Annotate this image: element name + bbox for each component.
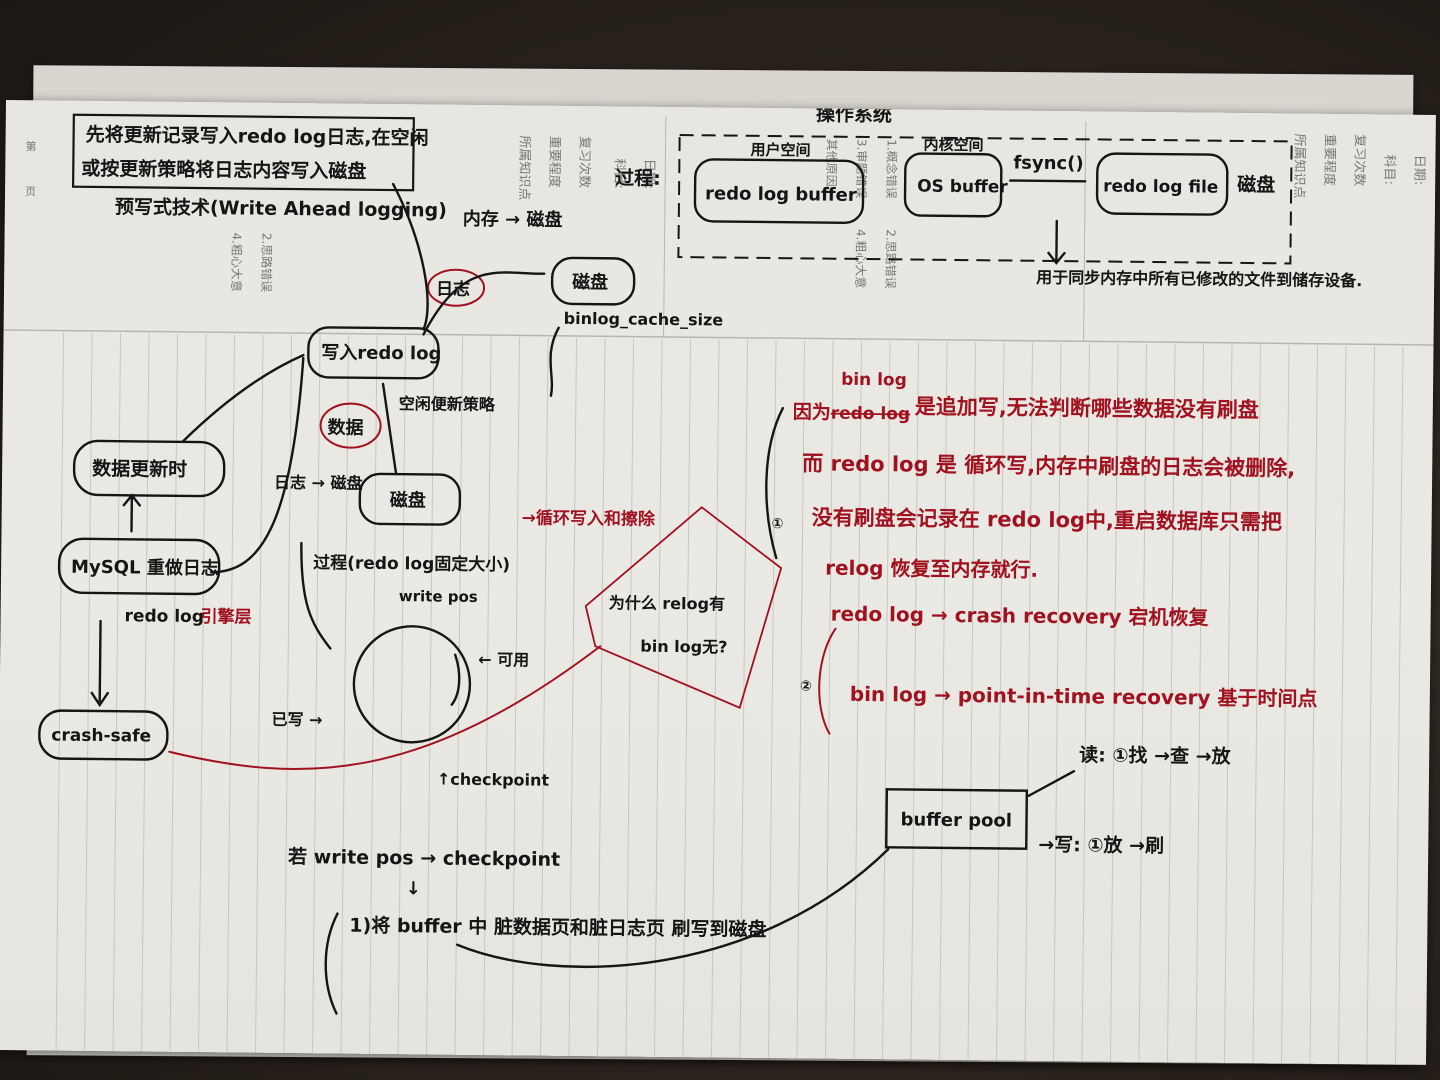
header-line-2: 或按更新策略将日志内容写入磁盘 [81, 157, 366, 183]
printed-review: 复习次数 [576, 136, 593, 188]
write-steps: →写: ①放 →刷 [1038, 833, 1164, 857]
data-update-box [72, 439, 226, 498]
data-tag-ring [319, 402, 382, 449]
user-space-label: 用户空间 [750, 141, 810, 160]
binlog-cache: binlog_cache_size [564, 309, 724, 330]
usable: ← 可用 [478, 650, 529, 670]
printed-err2: 2.思路错误 [259, 233, 275, 293]
ring-buffer-circle [352, 625, 472, 744]
disk-label: 磁盘 [1237, 173, 1275, 196]
log-tag-ring [427, 268, 486, 307]
os-process: 过程: [615, 167, 661, 189]
redo-engine: redo log [124, 606, 204, 627]
printed-header-left: 日期: 科目: 复习次数 重要程度 所属知识点 [516, 135, 656, 200]
printed-review-2: 复习次数 [1351, 134, 1368, 186]
buffer-pool-box [885, 788, 1029, 850]
printed-other: 其他原因 [824, 139, 839, 187]
printed-ye: 页 [25, 185, 36, 198]
printed-date-2: 日期: [1411, 155, 1426, 186]
question-diamond [584, 506, 783, 709]
arrow-down: ↓ [406, 878, 421, 899]
disk-2: 磁盘 [390, 489, 426, 511]
printed-knowledge: 所属知识点 [516, 135, 533, 200]
note-num-2: ② [800, 678, 812, 694]
printed-err4: 4.粗心大意 [229, 232, 245, 292]
printed-importance: 重要程度 [546, 136, 563, 188]
why-1: 为什么 relog有 [609, 593, 725, 613]
os-buffer-box [903, 152, 1003, 218]
redo-buffer-box [693, 158, 865, 224]
engine-layer: 引擎层 [200, 606, 251, 628]
header-box [71, 113, 415, 192]
header-line-1: 先将更新记录写入redo log日志,在空闲 [86, 123, 429, 150]
printed-di: 第 [25, 139, 36, 153]
disk-1: 磁盘 [572, 271, 608, 293]
log-tag: 日志 [436, 279, 470, 300]
note-num-1: ① [772, 516, 784, 532]
handwriting-layer: 第 页 日期: 科目: 复习次数 重要程度 所属知识点 日期: 科目: 复习次数… [25, 102, 1427, 1015]
fsync-label: fsync() [1013, 153, 1083, 175]
redo-file-box [1095, 152, 1229, 216]
printed-date: 日期: [641, 159, 656, 190]
printed-err3: 3.审题错误 [854, 139, 870, 199]
printed-err1: 1.概念错误 [884, 139, 900, 199]
redo-buffer-label: redo log buffer [705, 183, 857, 206]
data-update: 数据更新时 [92, 457, 187, 481]
mysql-box [57, 537, 221, 596]
note-line-4: relog 恢复至内存就行. [825, 556, 1038, 582]
printed-subject-2: 科目: [1381, 154, 1396, 185]
disk-box-1 [550, 256, 636, 306]
cycle-write: →循环写入和擦除 [522, 507, 656, 529]
note-line-6: bin log → point-in-time recovery 基于时间点 [850, 682, 1318, 711]
if-line: 若 write pos → checkpoint [288, 845, 560, 871]
disk-box-2 [358, 472, 462, 526]
notebook-paper: 第 页 日期: 科目: 复习次数 重要程度 所属知识点 日期: 科目: 复习次数… [0, 100, 1436, 1065]
crash-safe-box [38, 709, 169, 761]
mem-disk: 内存 → 磁盘 [463, 208, 563, 231]
kernel-space-label: 内核空间 [923, 136, 983, 155]
checkpoint: ↑checkpoint [437, 770, 550, 790]
note-line-3: 没有刷盘会记录在 redo log中,重启数据库只需把 [812, 505, 1283, 534]
note-line-5: redo log → crash recovery 宕机恢复 [831, 602, 1210, 630]
write-redo: 写入redo log [321, 342, 441, 364]
note-line-1b: redo log [831, 404, 911, 425]
process-fixed: 过程(redo log固定大小) [313, 552, 510, 575]
fsync-note: 用于同步内存中所有已修改的文件到储存设备. [1036, 268, 1362, 290]
idle-strategy: 空闲便新策略 [399, 394, 496, 414]
wal-text: 预写式技术(Write Ahead logging) [115, 195, 447, 221]
read-steps: 读: ①找 →查 →放 [1079, 743, 1232, 768]
printed-importance-2: 重要程度 [1321, 134, 1338, 186]
os-buffer-label: OS buffer [917, 177, 1008, 198]
note-line-1a: 因为 [793, 400, 831, 423]
printed-error-types: 2.思路错误 4.粗心大意 2.思路错误 4.粗心大意 1.概念错误 3.审题错… [229, 139, 900, 293]
note-line-2: 而 redo log 是 循环写,内存中刷盘的日志会被删除, [802, 451, 1295, 480]
log-disk: 日志 → 磁盘 [274, 473, 363, 493]
printed-subject: 科目: [611, 158, 626, 189]
redo-file-label: redo log file [1103, 176, 1218, 197]
os-title: 操作系统 [816, 102, 892, 126]
os-dashed-frame [677, 134, 1293, 265]
paper-lines [3, 116, 1434, 1065]
mysql-redo: MySQL 重做日志 [71, 556, 219, 580]
written: 已写 → [271, 710, 322, 730]
write-redo-box [307, 326, 440, 380]
printed-header-right: 日期: 科目: 复习次数 重要程度 所属知识点 [1291, 133, 1426, 198]
crash-safe: crash-safe [51, 726, 151, 747]
write-pos: write pos [399, 587, 478, 606]
why-2: bin log无? [640, 637, 727, 657]
flush-line: 1)将 buffer 中 脏数据页和脏日志页 刷写到磁盘 [349, 914, 766, 941]
note-line-1c: 是追加写,无法判断哪些数据没有刷盘 [915, 395, 1259, 423]
buffer-pool: buffer pool [900, 809, 1012, 831]
data-tag: 数据 [327, 416, 363, 438]
printed-err4b: 4.粗心大意 [853, 229, 869, 289]
printed-knowledge-2: 所属知识点 [1291, 133, 1308, 198]
binlog-overwrite: bin log [841, 370, 907, 391]
